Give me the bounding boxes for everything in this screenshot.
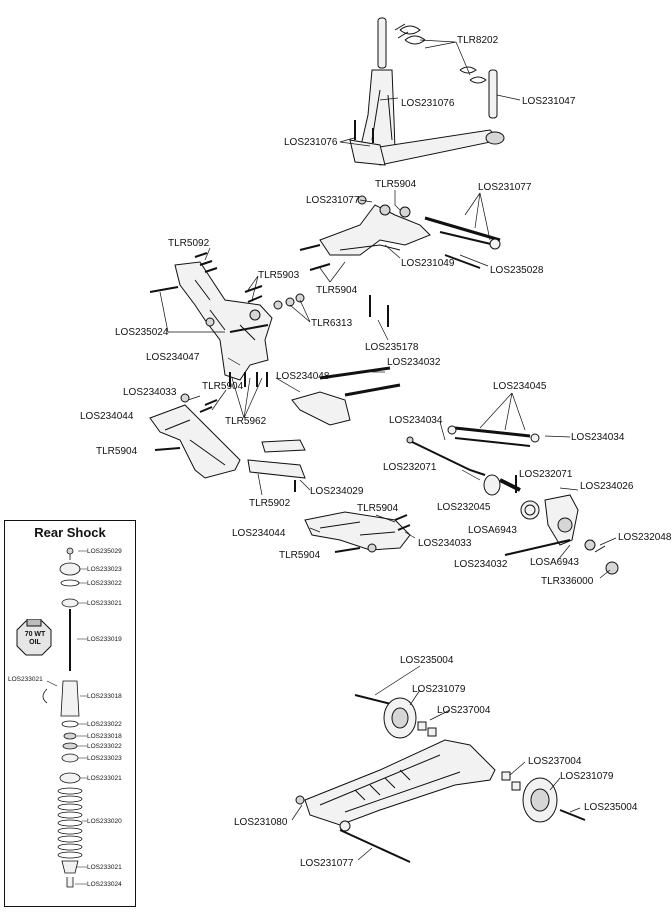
callout-tlr5904-b: TLR5904 — [316, 285, 358, 296]
callout-tlr5902: TLR5902 — [249, 498, 291, 509]
callout-los237004-a: LOS237004 — [437, 705, 491, 716]
callout-los234034-b: LOS234034 — [571, 432, 625, 443]
callout-los234044-a: LOS234044 — [80, 411, 134, 422]
callout-tlr6313: TLR6313 — [311, 318, 353, 329]
callout-los234034-a: LOS234034 — [389, 415, 443, 426]
callout-los235178: LOS235178 — [365, 342, 419, 353]
callout-los231079-b: LOS231079 — [560, 771, 614, 782]
callout-tlr5092: TLR5092 — [168, 238, 210, 249]
callout-los235004-b: LOS235004 — [584, 802, 638, 813]
shock-part-label: LOS233018 — [87, 733, 122, 740]
shock-part-label: LOS233023 — [87, 755, 122, 762]
callout-los234044-b: LOS234044 — [232, 528, 286, 539]
callout-los231077-a: LOS231077 — [478, 182, 532, 193]
callout-los237004-b: LOS237004 — [528, 756, 582, 767]
callout-los231077-b: LOS231077 — [306, 195, 360, 206]
callout-los234033-b: LOS234033 — [418, 538, 472, 549]
callout-los232071-b: LOS232071 — [519, 469, 573, 480]
callout-los231049: LOS231049 — [401, 258, 455, 269]
callout-tlr5904-a: TLR5904 — [375, 179, 417, 190]
callout-los235028: LOS235028 — [490, 265, 544, 276]
callout-tlr5903: TLR5903 — [258, 270, 300, 281]
shock-part-label: LOS233021 — [87, 864, 122, 871]
callout-los235004-a: LOS235004 — [400, 655, 454, 666]
rear-arm-right — [304, 511, 416, 553]
rear-shock-panel: Rear Shock 70 WT OIL LOS235029 LOS233023 — [4, 520, 136, 907]
shock-part-label: LOS233018 — [87, 693, 122, 700]
driveline-and-hub — [406, 392, 619, 579]
callout-los231047: LOS231047 — [522, 96, 576, 107]
callout-losa6943-b: LOSA6943 — [530, 557, 579, 568]
shock-part-label: LOS233021 — [87, 775, 122, 782]
rear-bulkhead-assembly — [149, 247, 389, 387]
callout-los234047: LOS234047 — [146, 352, 200, 363]
shock-part-label: LOS233021 — [87, 600, 122, 607]
shock-part-label: LOS233021 — [8, 676, 43, 683]
camber-block-assembly — [299, 190, 501, 283]
body-mount-assembly — [339, 17, 521, 166]
callout-los235024: LOS235024 — [115, 327, 169, 338]
callout-tlr5904-f: TLR5904 — [279, 550, 321, 561]
callout-los232045: LOS232045 — [437, 502, 491, 513]
callout-los232071-a: LOS232071 — [383, 462, 437, 473]
callout-los231080: LOS231080 — [234, 817, 288, 828]
oil-weight-label: 70 WT OIL — [24, 631, 46, 646]
callout-los234026: LOS234026 — [580, 481, 634, 492]
callout-tlr8202: TLR8202 — [457, 35, 499, 46]
callout-los234045: LOS234045 — [493, 381, 547, 392]
callout-tlr5962: TLR5962 — [225, 416, 267, 427]
callout-tlr5904-e: TLR5904 — [357, 503, 399, 514]
callout-tlr336000: TLR336000 — [541, 576, 594, 587]
shock-part-label: LOS233022 — [87, 721, 122, 728]
callout-tlr5904-d: TLR5904 — [96, 446, 138, 457]
oil-bottle-icon — [16, 619, 52, 656]
shock-part-label: LOS235029 — [87, 548, 122, 555]
shock-part-label: LOS233022 — [87, 580, 122, 587]
shock-part-label: LOS233019 — [87, 636, 122, 643]
rear-shock-exploded-view — [42, 547, 87, 888]
callout-losa6943-a: LOSA6943 — [468, 525, 517, 536]
shock-part-label: LOS233020 — [87, 818, 122, 825]
callout-los232048: LOS232048 — [618, 532, 672, 543]
callout-los234048: LOS234048 — [276, 371, 330, 382]
callout-los234033-a: LOS234033 — [123, 387, 177, 398]
callout-tlr5904-c: TLR5904 — [202, 381, 244, 392]
callout-los234032-a: LOS234032 — [387, 357, 441, 368]
shock-part-label: LOS233024 — [87, 881, 122, 888]
shock-part-label: LOS233023 — [87, 566, 122, 573]
callout-los231077-c: LOS231077 — [300, 858, 354, 869]
callout-los231076-b: LOS231076 — [284, 137, 338, 148]
callout-los231076-a: LOS231076 — [401, 98, 455, 109]
callout-los231079-a: LOS231079 — [412, 684, 466, 695]
rear-arm-left — [149, 366, 401, 496]
callout-los234029: LOS234029 — [310, 486, 364, 497]
lower-arm-and-wheels — [291, 665, 586, 863]
rear-shock-title: Rear Shock — [34, 525, 106, 540]
shock-part-label: LOS233022 — [87, 743, 122, 750]
callout-los234032-b: LOS234032 — [454, 559, 508, 570]
